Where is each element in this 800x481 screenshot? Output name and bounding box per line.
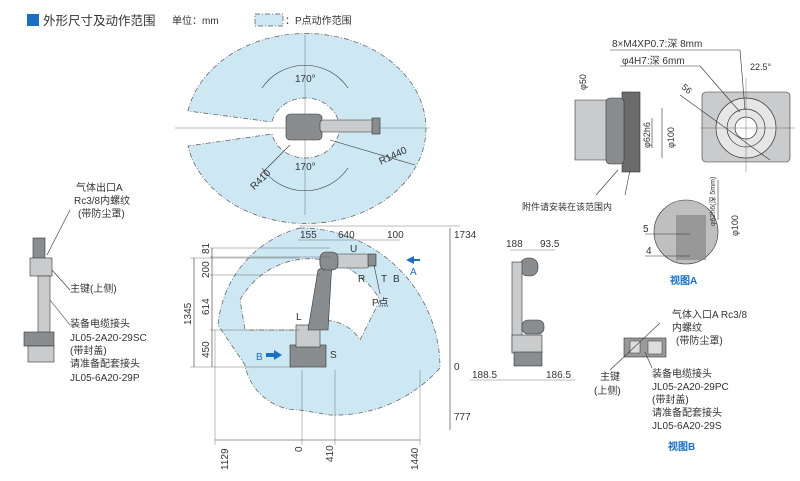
page-title: 外形尺寸及动作范围 xyxy=(43,14,156,28)
view-b: 气体入口A Rc3/8 内螺纹 (带防尘罩) 主键 (上侧) 装备电缆接头 JL… xyxy=(594,308,747,453)
dim-phi62-depth: φ62h6(深 5mm) xyxy=(708,177,717,226)
dim-777: 777 xyxy=(454,412,471,423)
axis-l-label: L xyxy=(296,312,302,323)
dim-1440: 1440 xyxy=(410,447,421,470)
dim-100: 100 xyxy=(387,230,404,241)
view-b-connector-line1: 装备电缆接头 xyxy=(652,367,712,380)
view-b-connector-line2: JL05-2A20-29PC xyxy=(652,382,729,393)
view-b-arrow-label: B xyxy=(256,352,263,363)
dim-155: 155 xyxy=(300,230,317,241)
connector-line3: (带封盖) xyxy=(70,344,107,357)
axis-r-label: R xyxy=(358,274,365,285)
top-angle-label: 170° xyxy=(295,74,316,85)
dim-200: 200 xyxy=(201,261,212,278)
pin-spec-label: φ4H7:深 6mm xyxy=(622,55,685,67)
title-marker-icon xyxy=(27,14,39,26)
dim-614: 614 xyxy=(201,298,212,315)
gas-outlet-line2: Rc3/8内螺纹 xyxy=(74,194,130,207)
dim-zero-bottom: 0 xyxy=(294,446,305,452)
top-view-range-area xyxy=(187,33,427,224)
dim-4: 4 xyxy=(646,246,652,257)
side-view: 155 640 100 1734 0 777 81 200 614 450 13… xyxy=(183,225,477,470)
view-b-connector-line5: JL05-6A20-29S xyxy=(652,421,722,432)
dim-81: 81 xyxy=(201,242,212,254)
gas-inlet-line2: 内螺纹 xyxy=(672,321,702,334)
dim-1129: 1129 xyxy=(220,448,231,470)
arrow-b-icon xyxy=(266,350,282,360)
hole-spec-label: 8×M4XP0.7:深 8mm xyxy=(612,38,702,50)
attachment-note: 附件请安装在该范围内 xyxy=(522,201,612,212)
view-b-main-key-line1: 主键 xyxy=(600,370,620,383)
view-a-arrow-label: A xyxy=(410,267,417,278)
connector-line5: JL05-6A20-29P xyxy=(70,373,140,384)
connector-line4: 请准备配套接头 xyxy=(70,357,140,370)
dim-410: 410 xyxy=(325,445,336,462)
view-a-caption: 视图A xyxy=(670,274,697,287)
axis-b-label: B xyxy=(393,274,400,285)
arrow-a-icon xyxy=(406,256,420,264)
main-key-label: 主键(上侧) xyxy=(70,282,117,295)
dim-1734: 1734 xyxy=(454,230,477,241)
angle-22-5: 22.5° xyxy=(750,62,772,72)
legend-label: ：P点动作范围 xyxy=(285,14,352,27)
axis-u-label: U xyxy=(350,244,357,255)
axis-s-label: S xyxy=(330,350,337,361)
dim-phi100-b: φ100 xyxy=(730,215,740,236)
top-view: 170° 170° R410 R1440 xyxy=(175,33,430,224)
rear-dim-188-5: 188.5 xyxy=(472,370,497,381)
connector-line1: 装备电缆接头 xyxy=(70,317,130,330)
dim-phi62: φ62h6 xyxy=(642,122,652,148)
robot-top-view xyxy=(285,113,381,141)
gas-inlet-line1: 气体入口A Rc3/8 xyxy=(672,308,747,321)
view-b-main-key-line2: (上侧) xyxy=(594,384,621,397)
view-b-connector-line3: (带封盖) xyxy=(652,393,689,406)
legend-area-swatch-icon xyxy=(254,13,284,27)
dim-1345: 1345 xyxy=(183,302,194,325)
dim-zero-right: 0 xyxy=(454,362,460,373)
gas-inlet-line3: (带防尘罩) xyxy=(676,334,723,347)
gas-outlet-line1: 气体出口A xyxy=(76,181,123,194)
front-view: 气体出口A Rc3/8内螺纹 (带防尘罩) 主键(上侧) 装备电缆接头 JL05… xyxy=(23,181,147,384)
dim-450: 450 xyxy=(201,341,212,358)
view-b-connector-line4: 请准备配套接头 xyxy=(652,406,722,419)
dim-phi50: φ50 xyxy=(578,74,588,90)
connector-line2: JL05-2A20-29SC xyxy=(70,333,147,344)
rear-dim-188: 188 xyxy=(506,239,523,250)
rear-dim-93-5: 93.5 xyxy=(540,239,560,250)
dim-phi100: φ100 xyxy=(666,127,676,148)
axis-t-label: T xyxy=(381,274,387,285)
bottom-angle-label: 170° xyxy=(295,162,316,173)
rear-dim-186-5: 186.5 xyxy=(546,370,571,381)
robot-side-view xyxy=(289,251,377,368)
unit-label: 单位：mm xyxy=(172,14,219,27)
view-b-caption: 视图B xyxy=(668,440,695,453)
dim-5: 5 xyxy=(643,224,649,235)
gas-outlet-line3: (带防尘罩) xyxy=(78,207,125,220)
view-a: φ50 φ62h6 φ100 8×M4XP0.7:深 8mm φ4H7:深 6m… xyxy=(522,38,795,287)
rear-view: 188 93.5 188.5 186.5 xyxy=(470,239,575,381)
dim-640: 640 xyxy=(338,230,355,241)
dim-56: 56 xyxy=(680,82,694,96)
p-point-label: P点 xyxy=(372,297,389,309)
